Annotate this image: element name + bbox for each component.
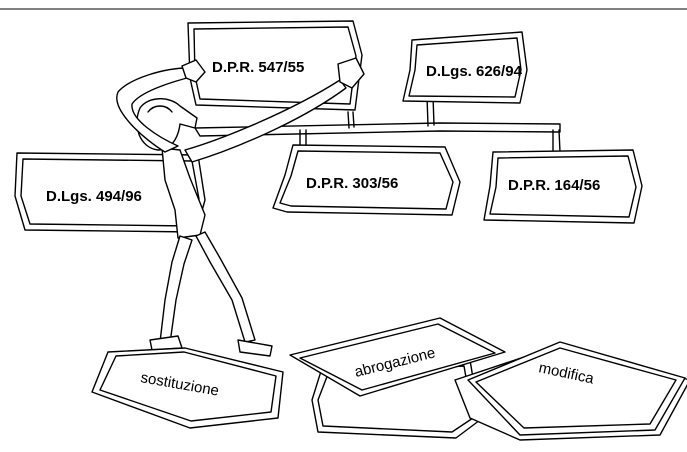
sign-label-dpr-547: D.P.R. 547/55 xyxy=(212,59,304,76)
sign-dpr-303-56: D.P.R. 303/56 xyxy=(272,144,461,216)
paper-sostituzione: sostituzione xyxy=(91,347,284,429)
paper-modifica: modifica xyxy=(467,341,686,436)
paper-abrogazione: abrogazione xyxy=(289,317,506,397)
sign-dpr-547-55: D.P.R. 547/55 xyxy=(187,20,363,111)
sign-dpr-164-56: D.P.R. 164/56 xyxy=(483,149,643,224)
sign-label-dpr-164: D.P.R. 164/56 xyxy=(508,177,600,194)
sign-label-dpr-303: D.P.R. 303/56 xyxy=(306,175,398,192)
sign-label-dlgs-626: D.Lgs. 626/94 xyxy=(426,63,523,80)
stick-figure xyxy=(116,57,365,357)
sign-label-dlgs-494: D.Lgs. 494/96 xyxy=(46,188,142,205)
sign-dlgs-626-94: D.Lgs. 626/94 xyxy=(402,31,528,104)
